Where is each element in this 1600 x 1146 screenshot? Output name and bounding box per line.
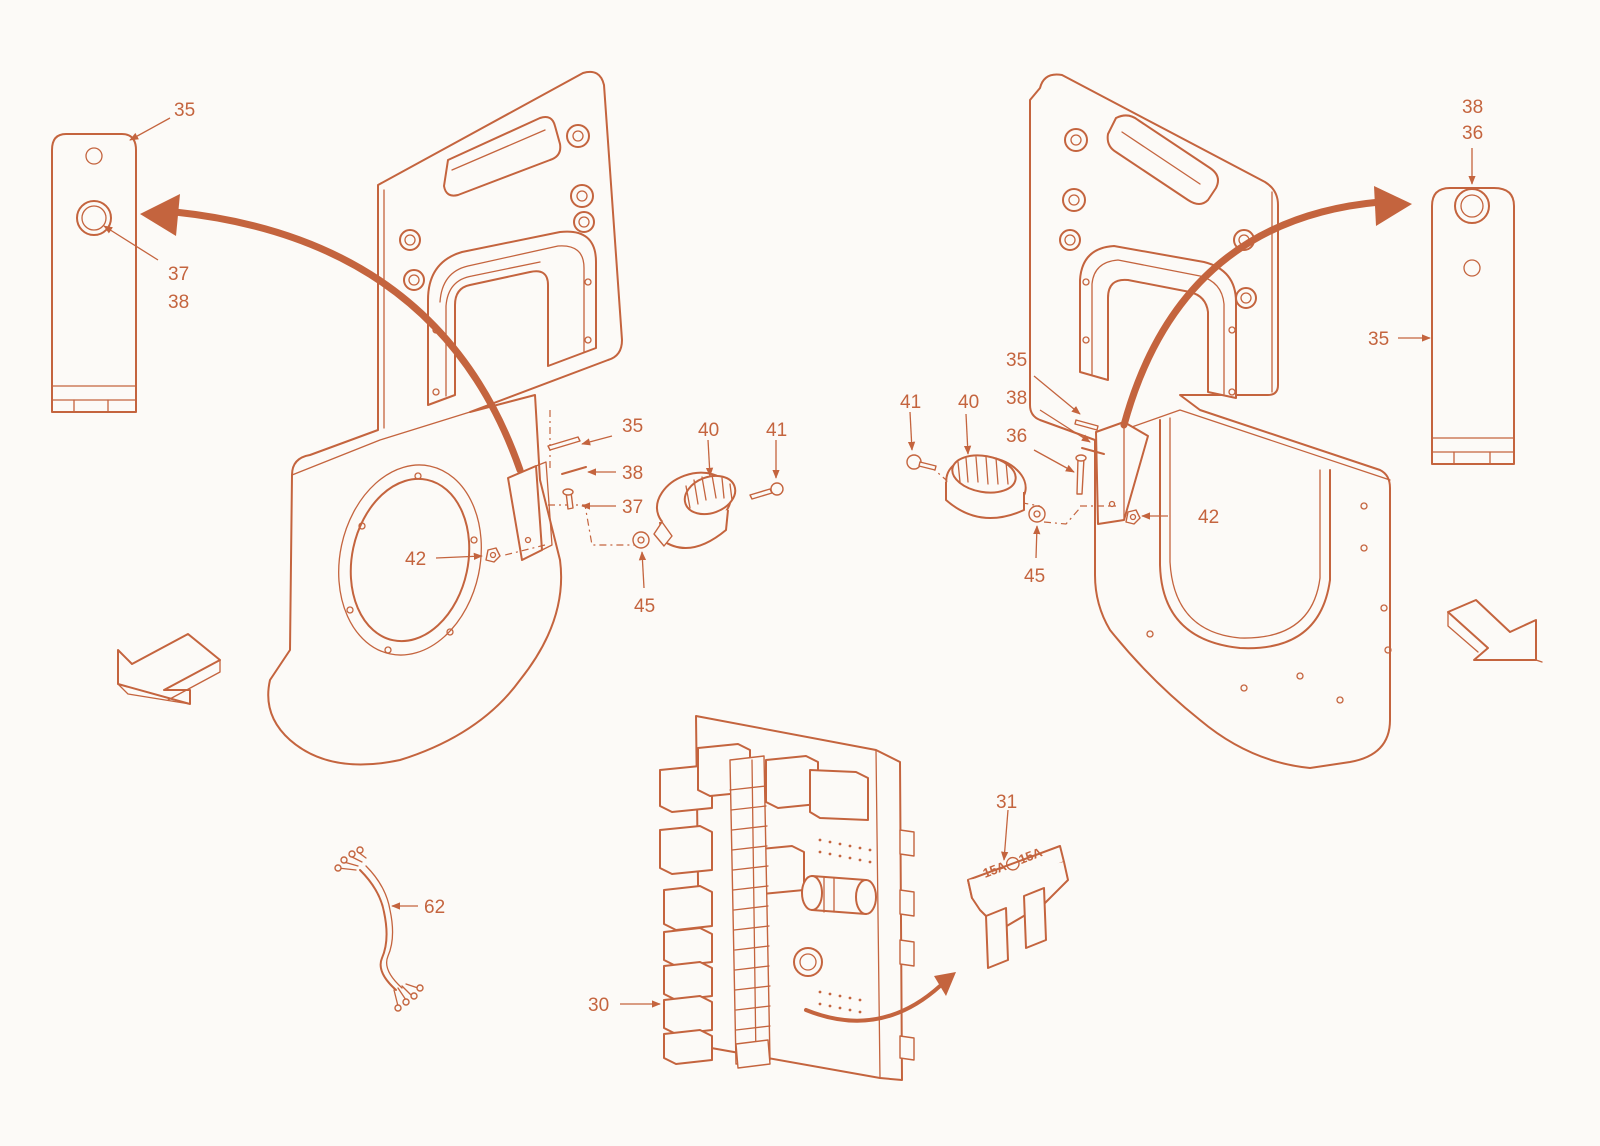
- left-direction-arrow-icon: [117, 633, 221, 705]
- label-62: 62: [424, 897, 445, 918]
- board-to-fuse-arrow: [804, 984, 942, 1023]
- blade-fuse: 15A◯15A: [967, 844, 1069, 969]
- right-side-panel: [1029, 73, 1392, 769]
- label-38-mid-left: 38: [622, 463, 643, 484]
- right-hardware: [906, 419, 1141, 525]
- label-41-right: 41: [900, 392, 921, 413]
- label-42-right: 42: [1198, 507, 1219, 528]
- left-detail-plate: [51, 133, 137, 413]
- left-side-panel: [267, 70, 623, 766]
- fuse-strip: [729, 755, 771, 1065]
- left-big-curved-arrow: [171, 208, 524, 474]
- label-35-right: 35: [1368, 329, 1389, 350]
- left-knob: [653, 471, 737, 549]
- label-30: 30: [588, 995, 609, 1016]
- label-41-left: 41: [766, 420, 787, 441]
- label-40-right: 40: [958, 392, 979, 413]
- label-38-mid-right: 38: [1006, 388, 1027, 409]
- label-35-top-left: 35: [174, 100, 195, 121]
- right-detail-plate: [1431, 187, 1515, 465]
- label-37-mid-left: 37: [622, 497, 643, 518]
- label-35-mid-right: 35: [1006, 350, 1027, 371]
- label-36-top-right: 36: [1462, 123, 1483, 144]
- leader-lines: [103, 117, 1476, 1008]
- label-36-mid-right: 36: [1006, 426, 1027, 447]
- label-38-top-right: 38: [1462, 97, 1483, 118]
- capacitor: [801, 875, 877, 915]
- wire-harness: [334, 846, 424, 1012]
- relay-circuit-board: [659, 715, 915, 1081]
- part-number-labels: 35 37 38 38 36 35 35 38 37 40 41 42 45 4…: [168, 97, 1483, 1016]
- label-31: 31: [996, 792, 1017, 813]
- right-direction-arrow-icon: [1447, 599, 1537, 661]
- label-42-left: 42: [405, 549, 426, 570]
- right-big-curved-arrow: [1120, 198, 1384, 429]
- label-37-left: 37: [168, 264, 189, 285]
- board-dot-grid: [818, 838, 872, 1014]
- left-hardware: [485, 410, 784, 563]
- right-knob: [945, 454, 1027, 519]
- label-40-left: 40: [698, 420, 719, 441]
- label-45-left: 45: [634, 596, 655, 617]
- label-38-left: 38: [168, 292, 189, 313]
- label-45-right: 45: [1024, 566, 1045, 587]
- label-35-mid-left: 35: [622, 416, 643, 437]
